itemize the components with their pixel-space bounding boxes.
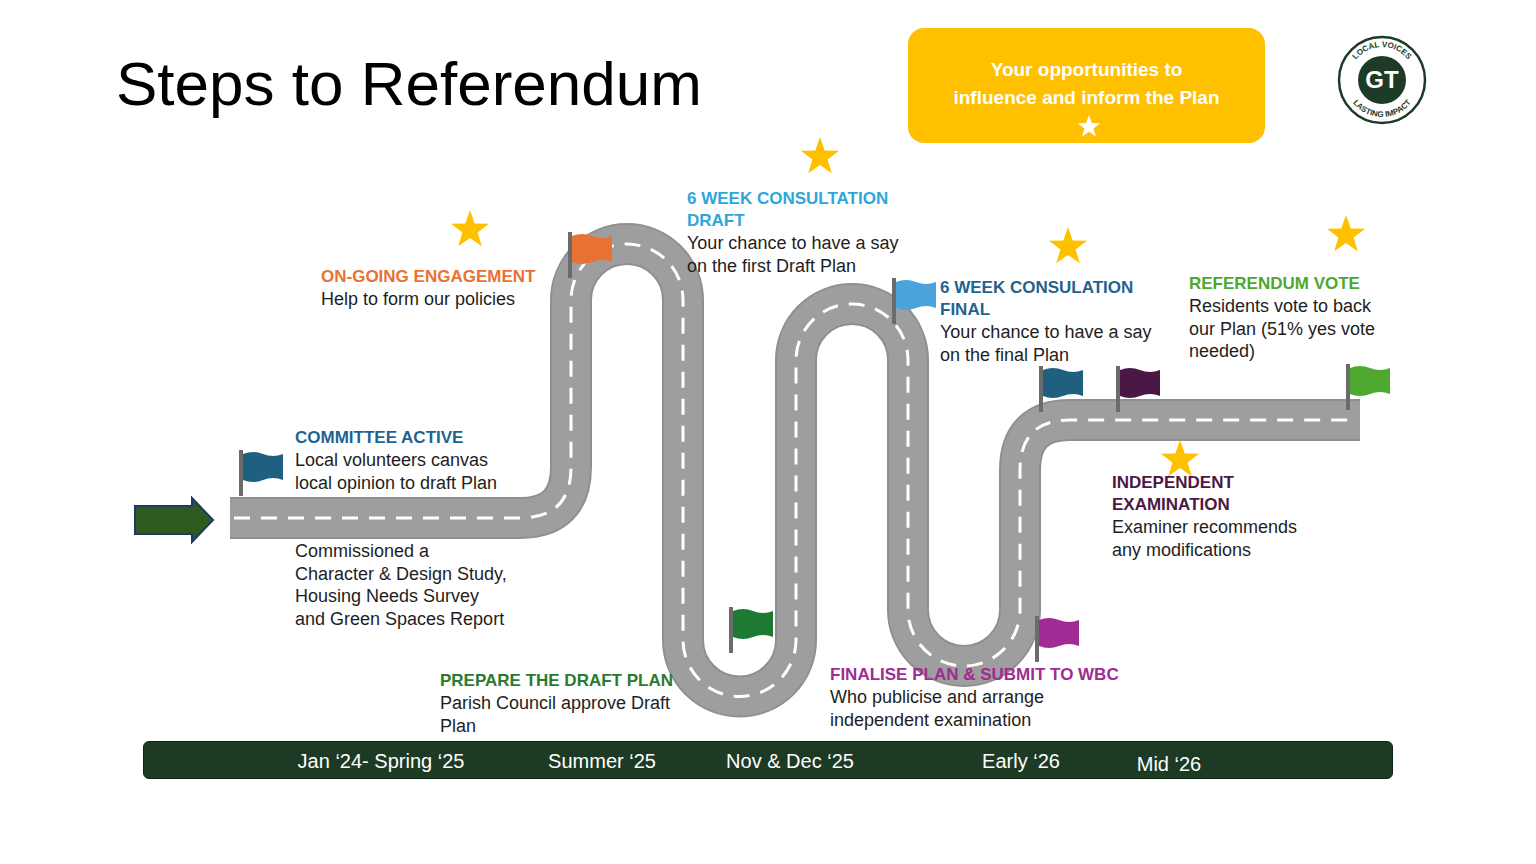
milestone-flag [729,607,773,653]
stage-note: 6 WEEK CONSULATION FINALYour chance to h… [940,277,1176,366]
logo-arc-text: LASTING IMPACT [1351,98,1413,119]
key-callout: Your opportunities to influence and info… [908,28,1265,143]
stage-note: ON-GOING ENGAGEMENTHelp to form our poli… [321,266,581,311]
opportunity-star [1049,227,1087,263]
stage-note: 6 WEEK CONSULTATION DRAFTYour chance to … [687,188,923,277]
logo-arc-text: LASTING IMPACT [1351,98,1413,119]
stage-note: REFERENDUM VOTEResidents vote to back ou… [1189,273,1394,363]
stage-description: Parish Council approve Draft Plan [440,692,690,737]
node-text: Your opportunities to influence and info… [950,56,1223,112]
stage-description: Examiner recommends any modifications [1112,516,1322,561]
stage-note: INDEPENDENT EXAMINATIONExaminer recommen… [1112,472,1322,561]
opportunity-star [1161,440,1199,476]
stage-heading: COMMITTEE ACTIVE [295,427,520,449]
stage-description: Your chance to have a say on the first D… [687,232,923,277]
logo-badge: LOCAL VOICES LASTING IMPACTGT [1337,35,1427,125]
stage-heading: 6 WEEK CONSULATION FINAL [940,277,1176,321]
stage-heading: ON-GOING ENGAGEMENT [321,266,581,288]
diagram-title: Steps to Referendum [116,46,702,122]
start-arrow [135,498,213,542]
timeline-date: Early ‘26 [982,749,1060,773]
stage-note: FINALISE PLAN & SUBMIT TO WBCWho publici… [830,664,1130,731]
milestone-flag [1346,364,1390,410]
milestone-flag [239,450,283,496]
stage-note: PREPARE THE DRAFT PLANParish Council app… [440,670,690,737]
milestone-flag [1039,366,1083,412]
timeline-band: Jan ‘24- Spring ‘25 Summer ‘25 Nov & Dec ‘… [143,741,1393,779]
logo-monogram: GT [1337,35,1427,125]
stage-description: Residents vote to back our Plan (51% yes… [1189,295,1394,363]
stage-heading: PREPARE THE DRAFT PLAN [440,670,690,692]
logo-arc-text: LOCAL VOICES [1351,40,1414,62]
stage-heading: REFERENDUM VOTE [1189,273,1394,295]
stage-description: Who publicise and arrange independent ex… [830,686,1130,731]
timeline-date: Nov & Dec ‘25 [726,749,854,773]
opportunity-star [801,137,839,173]
milestone-flag [1116,366,1160,412]
milestone-flag [568,232,612,278]
timeline-date: Summer ‘25 [548,749,656,773]
milestone-flag [1035,616,1079,662]
opportunity-star [451,210,489,246]
stage-heading: 6 WEEK CONSULTATION DRAFT [687,188,923,232]
opportunity-star [1327,215,1365,251]
stage-note: Commissioned a Character & Design Study,… [295,540,511,630]
stage-description: Local volunteers canvas local opinion to… [295,449,520,494]
timeline-date: Jan ‘24- Spring ‘25 [298,749,465,773]
stage-description: Commissioned a Character & Design Study,… [295,540,511,630]
stage-heading: FINALISE PLAN & SUBMIT TO WBC [830,664,1130,686]
stage-note: COMMITTEE ACTIVELocal volunteers canvas … [295,427,520,494]
timeline-date: Mid ‘26 [1137,752,1201,776]
logo-arc-text: LOCAL VOICES [1351,40,1414,62]
road-centre-line [234,244,1356,697]
stage-description: Help to form our policies [321,288,581,311]
milestone-flag [892,278,936,324]
stage-description: Your chance to have a say on the final P… [940,321,1176,366]
stage-heading: INDEPENDENT EXAMINATION [1112,472,1322,516]
